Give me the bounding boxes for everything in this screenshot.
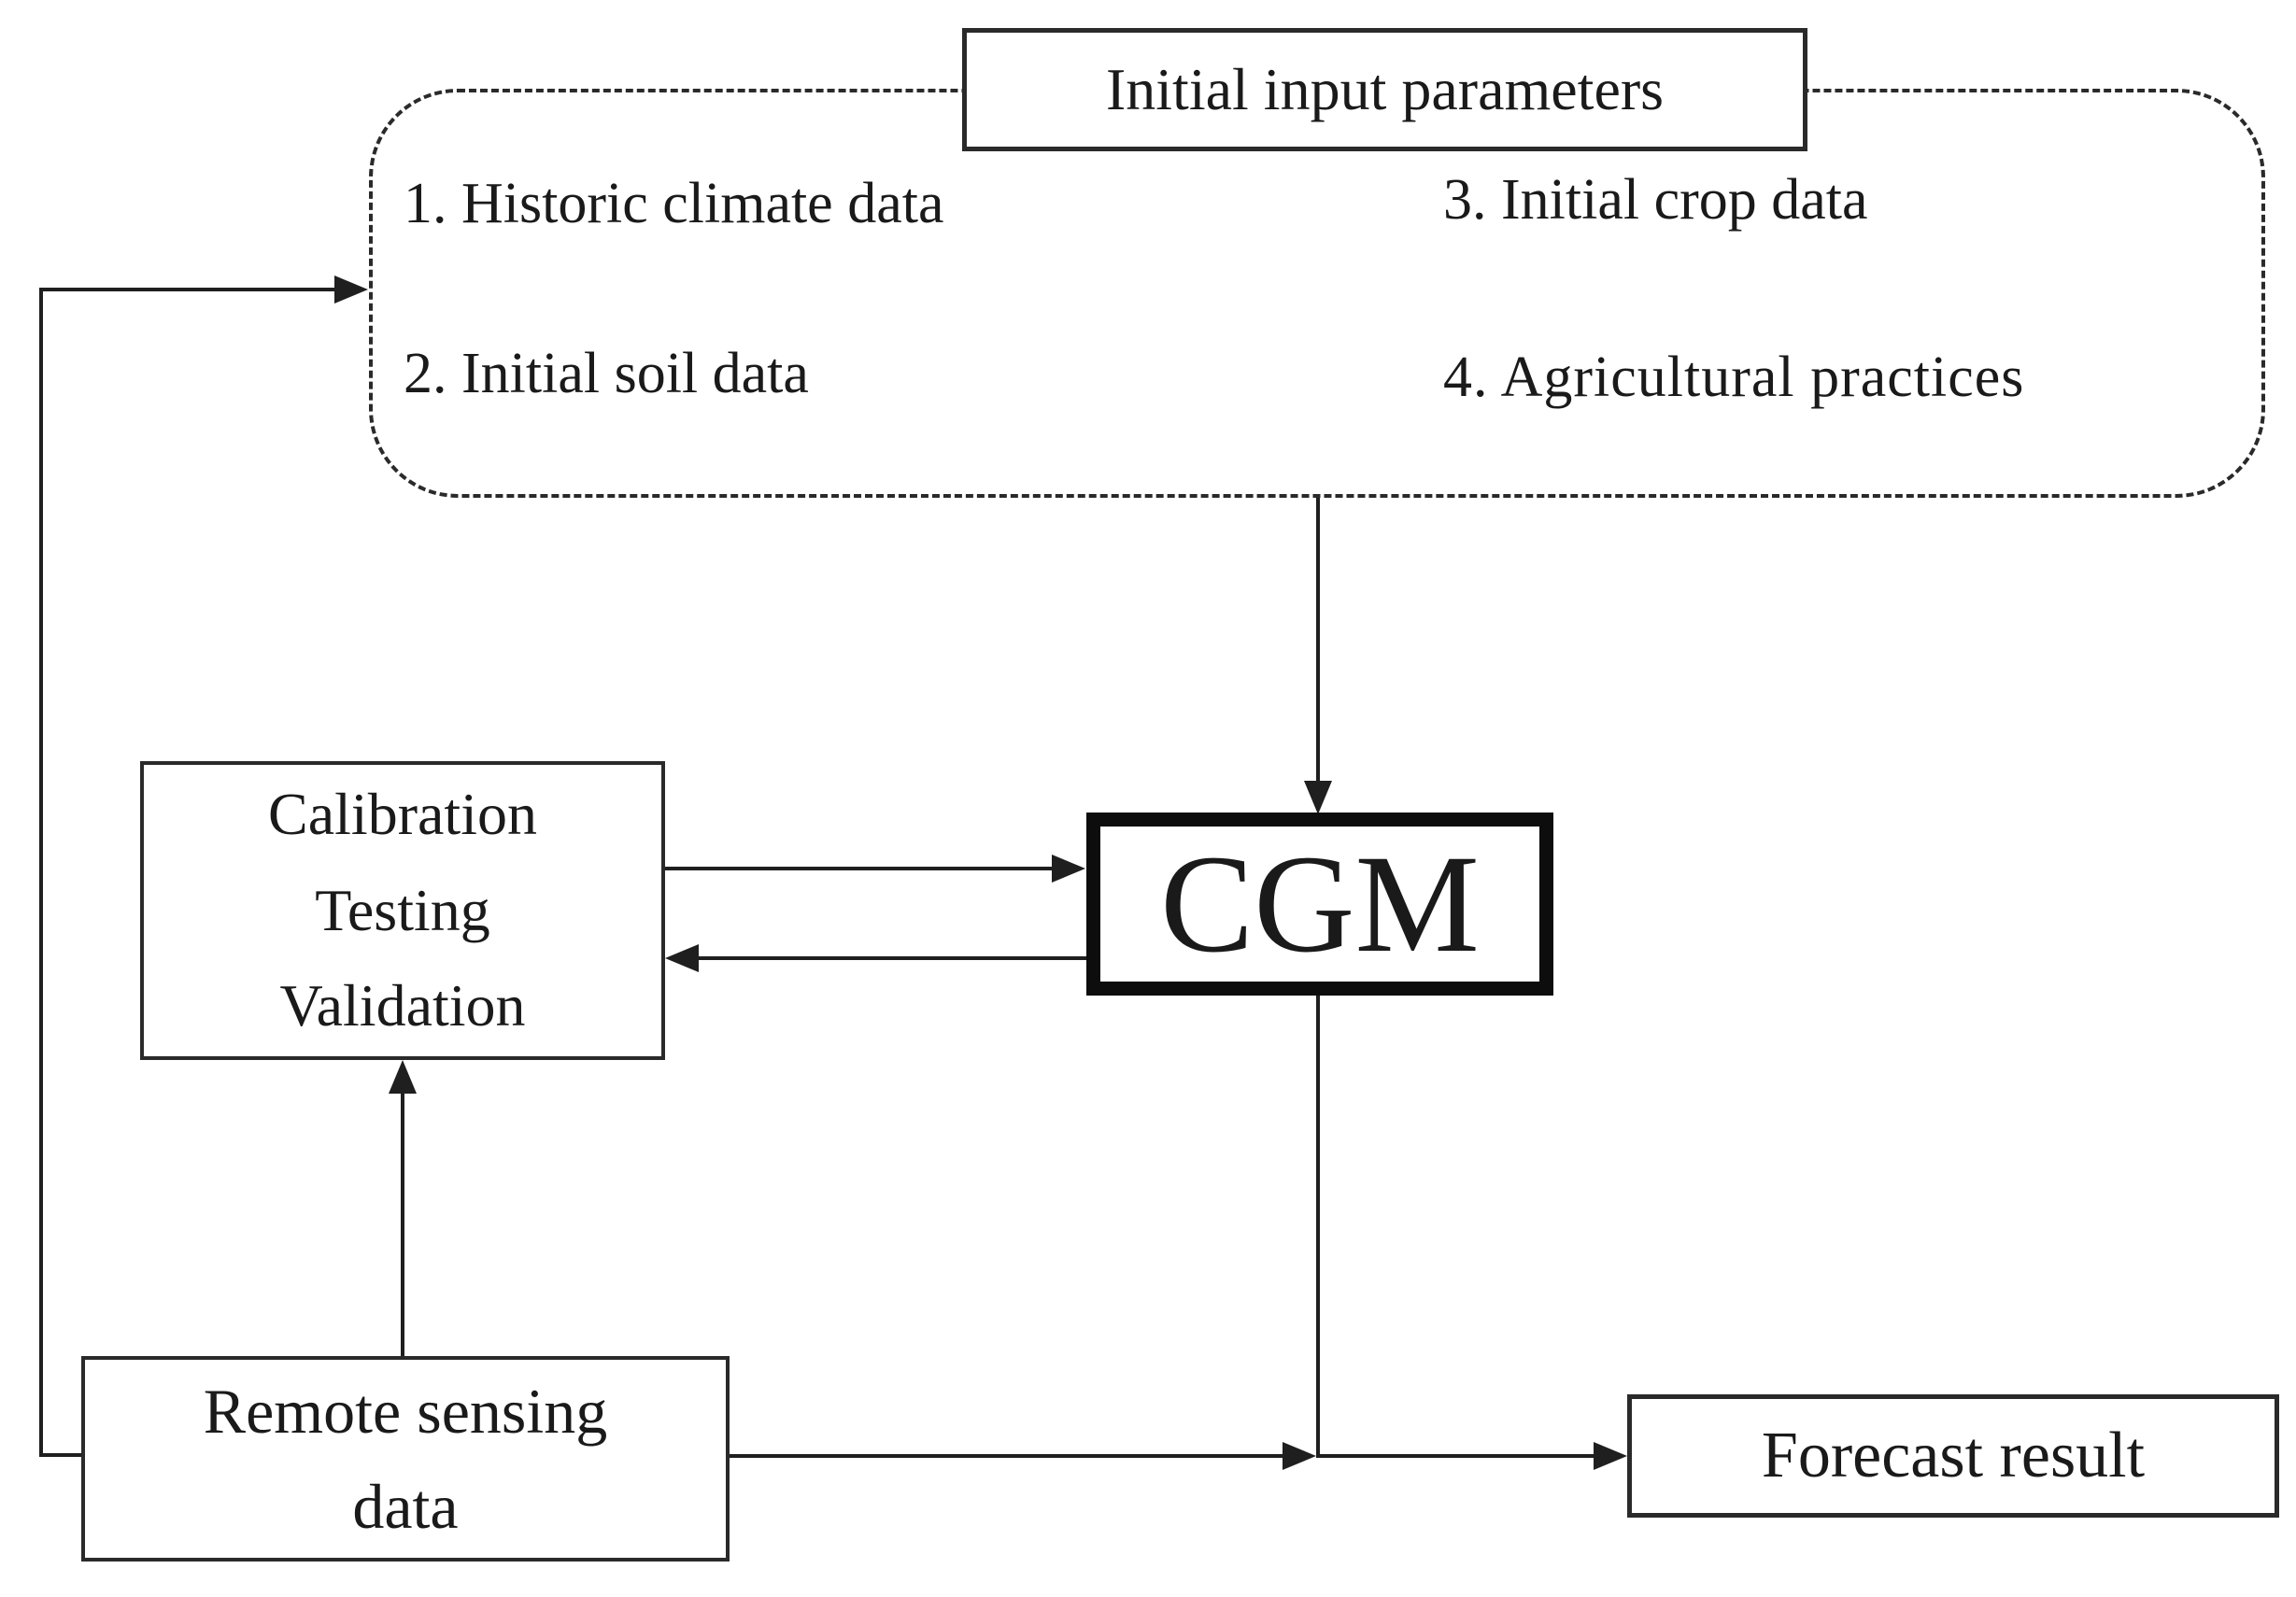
feedback-bottom-stub-line <box>39 1453 95 1457</box>
feedback-into-inputs-arrowhead <box>334 276 368 304</box>
connector-junction-arrowhead <box>1283 1442 1316 1470</box>
forecast-result-node: Forecast result <box>1627 1394 2279 1518</box>
param-item-initial-soil-data: 2. Initial soil data <box>404 342 809 405</box>
param-item-initial-crop-data: 3. Initial crop data <box>1443 168 1868 232</box>
connector-cgm-to-calibration-arrowhead <box>665 944 699 972</box>
remote-sensing-label-line2: data <box>352 1471 459 1542</box>
testing-label: Testing <box>315 876 490 943</box>
remote-sensing-label-line1: Remote sensing <box>203 1376 608 1447</box>
connector-calibration-to-cgm-arrowhead <box>1052 855 1085 883</box>
calibration-label: Calibration <box>268 781 537 848</box>
connector-junction-to-forecast-line <box>1316 1454 1596 1458</box>
forecast-result-label: Forecast result <box>1761 1420 2146 1491</box>
connector-calibration-to-cgm-line <box>665 867 1056 870</box>
connector-inputs-to-cgm-line <box>1316 498 1320 783</box>
calibration-testing-validation-node: Calibration Testing Validation <box>140 761 665 1060</box>
connector-remote-to-junction-line <box>730 1454 1285 1458</box>
connector-cgm-down-line <box>1316 996 1320 1456</box>
feedback-top-horizontal-line <box>39 288 336 291</box>
cgm-node: CGM <box>1086 813 1553 996</box>
validation-label: Validation <box>279 972 526 1039</box>
remote-sensing-data-node: Remote sensing data <box>81 1356 730 1562</box>
connector-into-forecast-arrowhead <box>1594 1442 1627 1470</box>
cgm-label: CGM <box>1160 827 1480 982</box>
connector-inputs-to-cgm-arrowhead <box>1304 781 1332 814</box>
connector-remote-to-calibration-line <box>401 1091 404 1356</box>
param-item-historic-climate-data: 1. Historic climate data <box>404 172 944 235</box>
feedback-left-vertical-line <box>39 288 43 1457</box>
initial-input-parameters-title-box: Initial input parameters <box>962 28 1807 151</box>
connector-cgm-to-calibration-line <box>697 956 1086 960</box>
initial-input-parameters-label: Initial input parameters <box>1105 56 1665 122</box>
connector-remote-to-calibration-arrowhead <box>389 1060 417 1094</box>
param-item-agricultural-practices: 4. Agricultural practices <box>1443 346 2025 409</box>
